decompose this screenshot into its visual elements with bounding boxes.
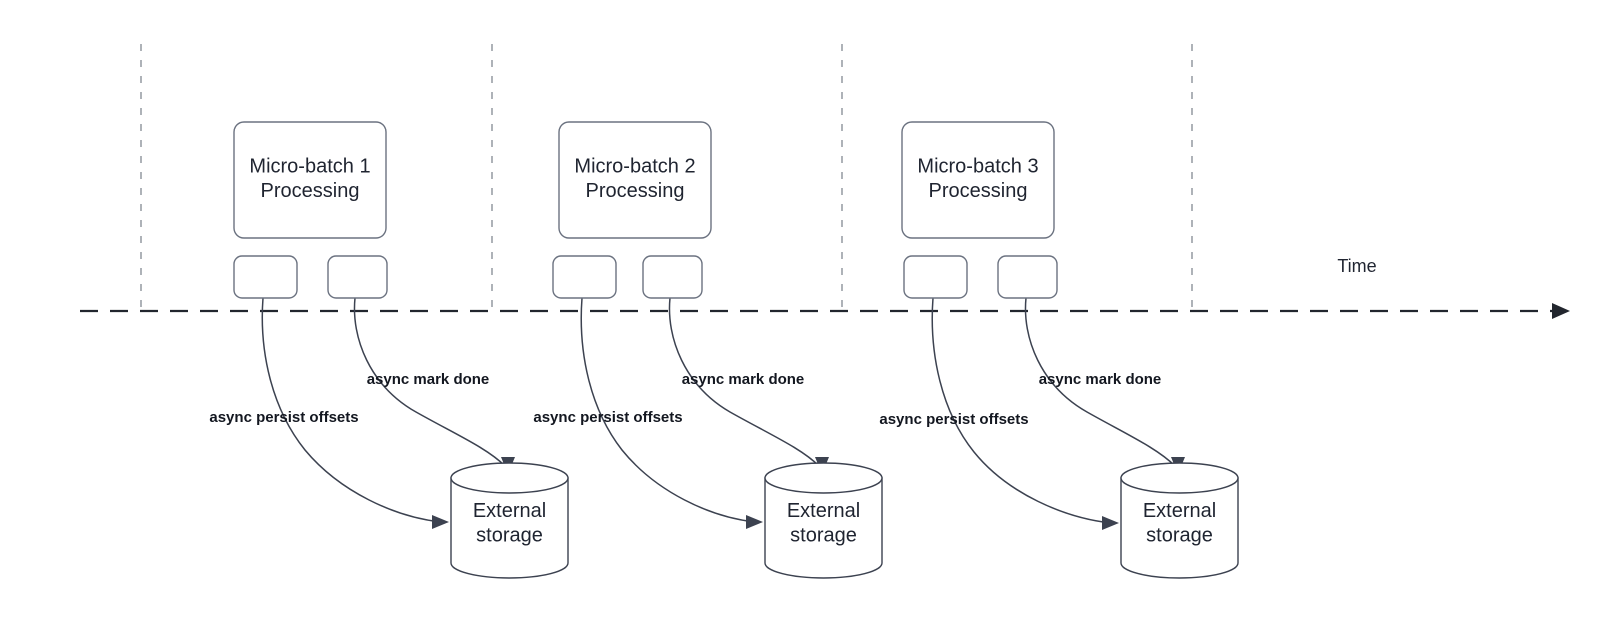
batch-box-group-3[interactable] <box>901 121 1055 239</box>
flow-edges-layer <box>261 297 1185 530</box>
async-persist-offsets-label-group-2: async persist offsets <box>533 409 682 426</box>
async-persist-offsets-arrowhead-group-3 <box>1102 516 1119 530</box>
async-persist-offsets-arrowhead-group-2 <box>746 515 763 529</box>
task-box-left-group-3[interactable] <box>903 255 968 299</box>
arrow-right-icon <box>1552 303 1570 319</box>
async-persist-offsets-label-group-3: async persist offsets <box>879 411 1028 428</box>
cylinder-body <box>1120 477 1239 579</box>
async-mark-done-edge-group-1 <box>353 297 506 467</box>
async-persist-offsets-arrowhead-group-1 <box>432 515 449 529</box>
batch-box-group-1[interactable] <box>233 121 387 239</box>
task-box-left-group-1[interactable] <box>233 255 298 299</box>
async-persist-offsets-edge-group-3 <box>931 297 1112 524</box>
task-box-right-group-3[interactable] <box>997 255 1058 299</box>
async-mark-done-edge-group-2 <box>668 297 820 467</box>
task-box-left-group-2[interactable] <box>552 255 617 299</box>
external-storage-group-2[interactable] <box>764 462 883 579</box>
task-box-right-group-1[interactable] <box>327 255 388 299</box>
batch-box-group-2[interactable] <box>558 121 712 239</box>
time-axis-layer <box>80 303 1570 319</box>
guide-lines-layer <box>140 44 1193 311</box>
async-persist-offsets-label-group-1: async persist offsets <box>209 409 358 426</box>
task-box-right-group-2[interactable] <box>642 255 703 299</box>
async-mark-done-label-group-1: async mark done <box>367 371 490 388</box>
cylinder-top <box>764 462 883 494</box>
cylinder-top <box>450 462 569 494</box>
nodes-layer <box>233 121 1239 579</box>
time-axis-label: Time <box>1337 256 1376 276</box>
cylinder-body <box>764 477 883 579</box>
async-mark-done-label-group-3: async mark done <box>1039 371 1162 388</box>
external-storage-group-3[interactable] <box>1120 462 1239 579</box>
async-persist-offsets-edge-group-1 <box>261 297 442 523</box>
async-mark-done-edge-group-3 <box>1024 297 1176 467</box>
async-persist-offsets-edge-group-2 <box>580 297 756 523</box>
external-storage-group-1[interactable] <box>450 462 569 579</box>
cylinder-body <box>450 477 569 579</box>
async-mark-done-label-group-2: async mark done <box>682 371 805 388</box>
cylinder-top <box>1120 462 1239 494</box>
